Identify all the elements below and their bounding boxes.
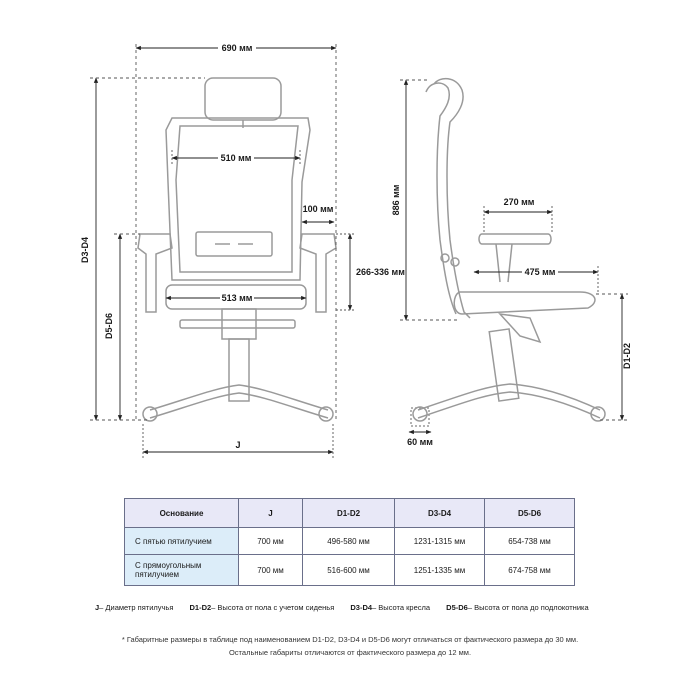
armrest-floor-label: D5-D6 [104,313,114,339]
chair-dimension-diagram: 690 мм 510 мм 100 мм 266-336 мм 513 мм D… [80,40,632,458]
total-height-label: D3-D4 [80,237,90,263]
row-d5-d6-cell: 654-738 мм [484,527,575,555]
seat-depth-label: 475 мм [525,267,556,277]
right-caster [318,406,334,422]
row-base-cell: С пятью пятилучием [124,527,239,555]
header-d1-d2: D1-D2 [302,498,395,528]
right-armrest [299,233,337,313]
side-seat [453,291,596,315]
caster-box [410,407,430,427]
side-dimensions [400,79,628,435]
caster-label: 60 мм [407,437,433,447]
overall-width-label: 690 мм [222,43,253,53]
back-width-label: 510 мм [221,153,252,163]
footnote-other-tolerance: Остальные габариты отличаются от фактиче… [228,648,472,657]
left-caster [142,406,158,422]
backrest [165,117,311,281]
base-label: J [235,440,240,450]
gas-lift [228,338,250,402]
seat-width-label: 513 мм [222,293,253,303]
row-d3-d4-cell: 1231-1315 мм [394,527,485,555]
five-star-base [149,384,329,411]
header-d5-d6: D5-D6 [484,498,575,528]
header-base: Основание [124,498,239,528]
dimension-labels: 690 мм 510 мм 100 мм 266-336 мм 513 мм D… [80,40,632,450]
legend-item-d3-d4: D3-D4 – Высота кресла [350,603,431,612]
legend-item-j: J – Диаметр пятилучья [95,603,174,612]
headrest [204,77,282,121]
row-d3-d4-cell: 1251-1335 мм [394,554,485,586]
row-d5-d6-cell: 674-758 мм [484,554,575,586]
spec-table: Основание J D1-D2 D3-D4 D5-D6 С пятью пя… [124,498,575,586]
side-view-chair [410,77,606,427]
row-j-cell: 700 мм [238,554,303,586]
legend: J – Диаметр пятилучья D1-D2 – Высота от … [95,603,635,612]
armrest-height-label: 266-336 мм [356,267,405,277]
armrest-offset-label: 100 мм [303,204,334,214]
side-gas-lift [488,328,520,402]
front-view-chair [137,77,337,422]
legend-item-d1-d2: D1-D2 – Высота от пола с учетом сиденья [189,603,335,612]
lumbar-support [195,231,273,257]
row-base-cell: С прямоугольным пятилучием [124,554,239,586]
row-j-cell: 700 мм [238,527,303,555]
footnote-tolerance: * Габаритные размеры в таблице под наиме… [121,635,579,644]
table-header-row: Основание J D1-D2 D3-D4 D5-D6 [124,498,575,528]
header-d3-d4: D3-D4 [394,498,485,528]
side-base [417,383,601,411]
left-armrest [137,233,173,313]
row-d1-d2-cell: 516-600 мм [302,554,395,586]
armrest-depth-label: 270 мм [504,197,535,207]
back-height-label: 886 мм [391,184,401,215]
seat-height-label: D1-D2 [622,343,632,369]
side-armrest [478,233,552,245]
header-j: J [238,498,303,528]
legend-item-d5-d6: D5-D6 – Высота от пола до подлокотника [446,603,589,612]
side-backrest [433,77,471,319]
table-row: С пятью пятилучием 700 мм 496-580 мм 123… [124,527,575,555]
row-d1-d2-cell: 496-580 мм [302,527,395,555]
table-row: С прямоугольным пятилучием 700 мм 516-60… [124,554,575,586]
